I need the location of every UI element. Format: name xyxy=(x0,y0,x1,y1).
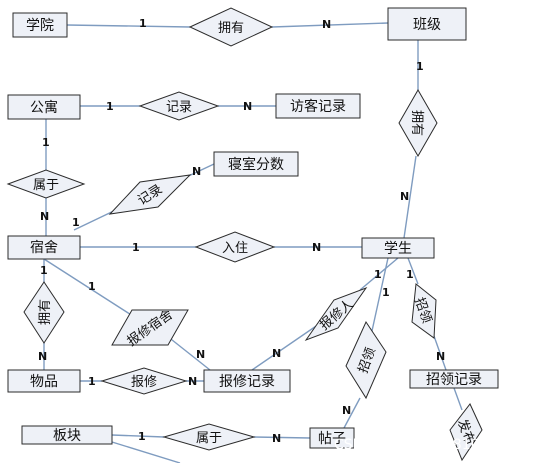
card-dorm-repair-1: 1 xyxy=(88,280,96,293)
entity-item: 物品 xyxy=(7,369,81,393)
card-dorm-checkin-1: 1 xyxy=(132,241,140,254)
entity-room-score: 寝室分数 xyxy=(213,151,299,177)
relation-label: 记录 xyxy=(166,100,192,115)
card-apartment-1: 1 xyxy=(106,100,114,113)
relation-belongs-apartment: 属于 xyxy=(6,169,86,199)
relation-claim: 招领 xyxy=(411,283,437,339)
cardinality-labels: 1 N 1 N 1 N 1 N 1 N 1 N 1 N 1 N 1 N N 1 … xyxy=(38,17,445,445)
entity-label: 学生 xyxy=(384,241,412,257)
watermark: CSDN @q_2467781052 xyxy=(334,437,497,453)
link-reporter-student xyxy=(359,257,399,291)
link-board-extra xyxy=(111,441,181,463)
entity-label: 学院 xyxy=(26,18,54,34)
link-claim-post xyxy=(343,397,361,429)
card-score-n: N xyxy=(192,165,201,178)
relation-label: 入住 xyxy=(222,241,248,256)
card-student-checkin-n: N xyxy=(312,241,321,254)
relation-label: 报修 xyxy=(131,375,157,390)
entity-label: 班级 xyxy=(413,17,441,33)
entity-claim-record: 招领记录 xyxy=(409,369,499,389)
relation-repair-item: 报修 xyxy=(100,367,188,395)
card-item-repair-1: 1 xyxy=(88,375,96,388)
relation-record-score: 记录 xyxy=(108,174,192,215)
relation-belongs-board: 属于 xyxy=(162,423,256,451)
relation-has-college: 拥有 xyxy=(188,7,274,47)
link-student-claim xyxy=(369,257,389,341)
card-student-owns-n: N xyxy=(400,190,409,203)
entity-label: 招领记录 xyxy=(426,372,482,388)
relation-owns-item: 拥有 xyxy=(23,281,65,344)
link-student-claim2 xyxy=(407,257,419,285)
entity-student: 学生 xyxy=(361,237,435,259)
relation-record-visitor: 记录 xyxy=(138,91,220,121)
card-board-belongs-1: 1 xyxy=(138,430,146,443)
card-student-reporter-1: 1 xyxy=(382,286,390,299)
entity-label: 访客记录 xyxy=(290,98,346,115)
link-owns-student xyxy=(403,155,417,239)
card-item-n: N xyxy=(38,350,47,363)
connection-lines xyxy=(43,22,463,463)
card-claim-record-n: N xyxy=(436,350,445,363)
card-repair-record-n: N xyxy=(196,348,205,361)
entity-board: 板块 xyxy=(21,425,113,445)
relation-class-owns: 拥有 xyxy=(398,88,438,158)
card-visitor-n: N xyxy=(243,100,252,113)
entity-label: 报修记录 xyxy=(219,374,275,390)
relation-report-repair-student: 报修人 xyxy=(304,286,368,342)
card-class-n: N xyxy=(322,18,331,31)
link-college-has xyxy=(66,24,191,28)
entity-label: 公寓 xyxy=(30,99,58,116)
link-board-belongs xyxy=(111,434,165,438)
link-record-publish xyxy=(453,387,463,411)
card-repair-record-n2: N xyxy=(188,375,197,388)
relation-label: 拥有 xyxy=(409,110,424,136)
entity-class: 班级 xyxy=(387,7,467,41)
card-college-1: 1 xyxy=(139,17,147,30)
card-record-reporter-n: N xyxy=(272,347,281,360)
entity-label: 宿舍 xyxy=(30,239,58,256)
link-dorm-repair xyxy=(43,258,137,319)
card-dorm-item-1: 1 xyxy=(40,264,48,277)
entity-label: 板块 xyxy=(53,428,81,444)
relation-publish: 发布 xyxy=(449,403,483,462)
entity-post: 帖子 xyxy=(309,427,355,449)
relation-label: 属于 xyxy=(33,178,59,193)
entity-label: 物品 xyxy=(30,374,58,390)
entity-label: 寝室分数 xyxy=(228,156,284,173)
link-claim-record xyxy=(433,335,447,371)
card-student-claim-1: 1 xyxy=(374,268,382,281)
card-post-claim-n: N xyxy=(342,404,351,417)
link-has-class xyxy=(271,22,389,28)
relation-report-repair-dorm: 报修宿舍 xyxy=(111,307,189,349)
relation-label: 拥有 xyxy=(38,299,53,325)
relation-label: 属于 xyxy=(196,431,222,446)
card-apartment-belongs-1: 1 xyxy=(42,136,50,149)
relation-label: 拥有 xyxy=(218,21,244,36)
entity-apartment: 公寓 xyxy=(7,94,81,120)
relation-claim-student: 招领 xyxy=(345,320,387,400)
card-dorm-score-1: 1 xyxy=(72,216,80,229)
entity-dormitory: 宿舍 xyxy=(7,235,81,260)
entity-visitor-record: 访客记录 xyxy=(275,93,361,119)
entity-repair-record: 报修记录 xyxy=(203,369,291,393)
card-dorm-belongs-n: N xyxy=(40,210,49,223)
card-post-belongs-n: N xyxy=(272,432,281,445)
entity-label: 帖子 xyxy=(318,431,346,447)
card-student-claim2-1: 1 xyxy=(406,268,414,281)
card-class-owns-1: 1 xyxy=(416,60,424,73)
relation-check-in: 入住 xyxy=(194,231,276,263)
entity-college: 学院 xyxy=(12,12,68,38)
link-record-reporter xyxy=(251,321,323,371)
link-belongs-post xyxy=(253,436,311,439)
